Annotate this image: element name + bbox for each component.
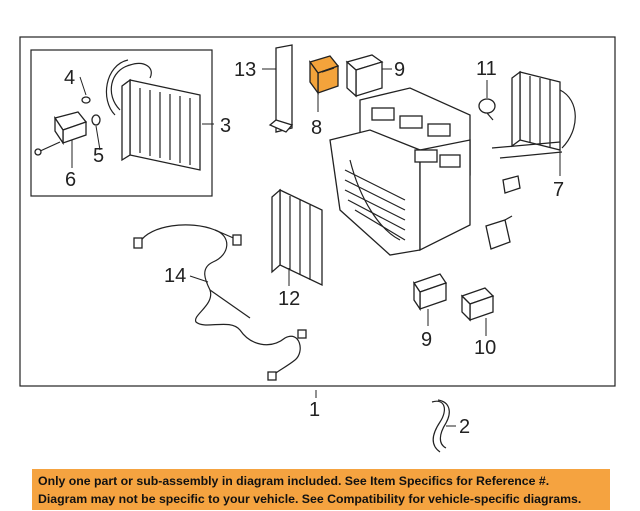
control-module-lower	[412, 273, 448, 312]
resistor-module	[485, 215, 513, 250]
actuator-motor	[478, 98, 496, 121]
disclaimer-line-1: Only one part or sub-assembly in diagram…	[38, 474, 550, 488]
callout-6: 6	[65, 169, 76, 191]
drain-hose	[431, 399, 450, 453]
callout-9-lower: 9	[421, 329, 432, 351]
evaporator-subassembly-box	[30, 49, 213, 197]
leader-lines	[71, 68, 561, 427]
callout-13: 13	[234, 59, 256, 81]
evaporator-core	[105, 59, 201, 171]
callout-4: 4	[64, 67, 75, 89]
air-duct	[268, 44, 294, 133]
o-ring-large	[91, 114, 101, 126]
assembly-boundary-box	[19, 36, 616, 387]
callout-9-upper: 9	[394, 59, 405, 81]
callout-1: 1	[309, 399, 320, 421]
callout-7: 7	[553, 179, 564, 201]
disclaimer-line-2: Diagram may not be specific to your vehi…	[38, 492, 582, 506]
callout-8: 8	[311, 117, 322, 139]
callout-5: 5	[93, 145, 104, 167]
callout-14: 14	[164, 265, 186, 287]
expansion-valve	[34, 111, 88, 156]
callout-12: 12	[278, 288, 300, 310]
wire-harness	[133, 224, 307, 381]
small-bracket	[502, 175, 521, 194]
callout-3: 3	[220, 115, 231, 137]
control-module-upper	[345, 54, 384, 98]
o-ring-small	[81, 96, 91, 104]
callout-11: 11	[476, 58, 497, 80]
blower-control-module	[460, 287, 495, 322]
callout-labels: 4 5 6 3 13 8 9 11 7 12 14 9 10 1 2	[64, 58, 564, 438]
heater-core	[491, 70, 576, 159]
callout-10: 10	[474, 337, 496, 359]
callout-2: 2	[459, 416, 470, 438]
highlighted-part-8	[308, 55, 340, 95]
hvac-case	[329, 87, 471, 256]
disclaimer-banner: Only one part or sub-assembly in diagram…	[32, 469, 610, 510]
cabin-air-filter	[271, 188, 323, 287]
